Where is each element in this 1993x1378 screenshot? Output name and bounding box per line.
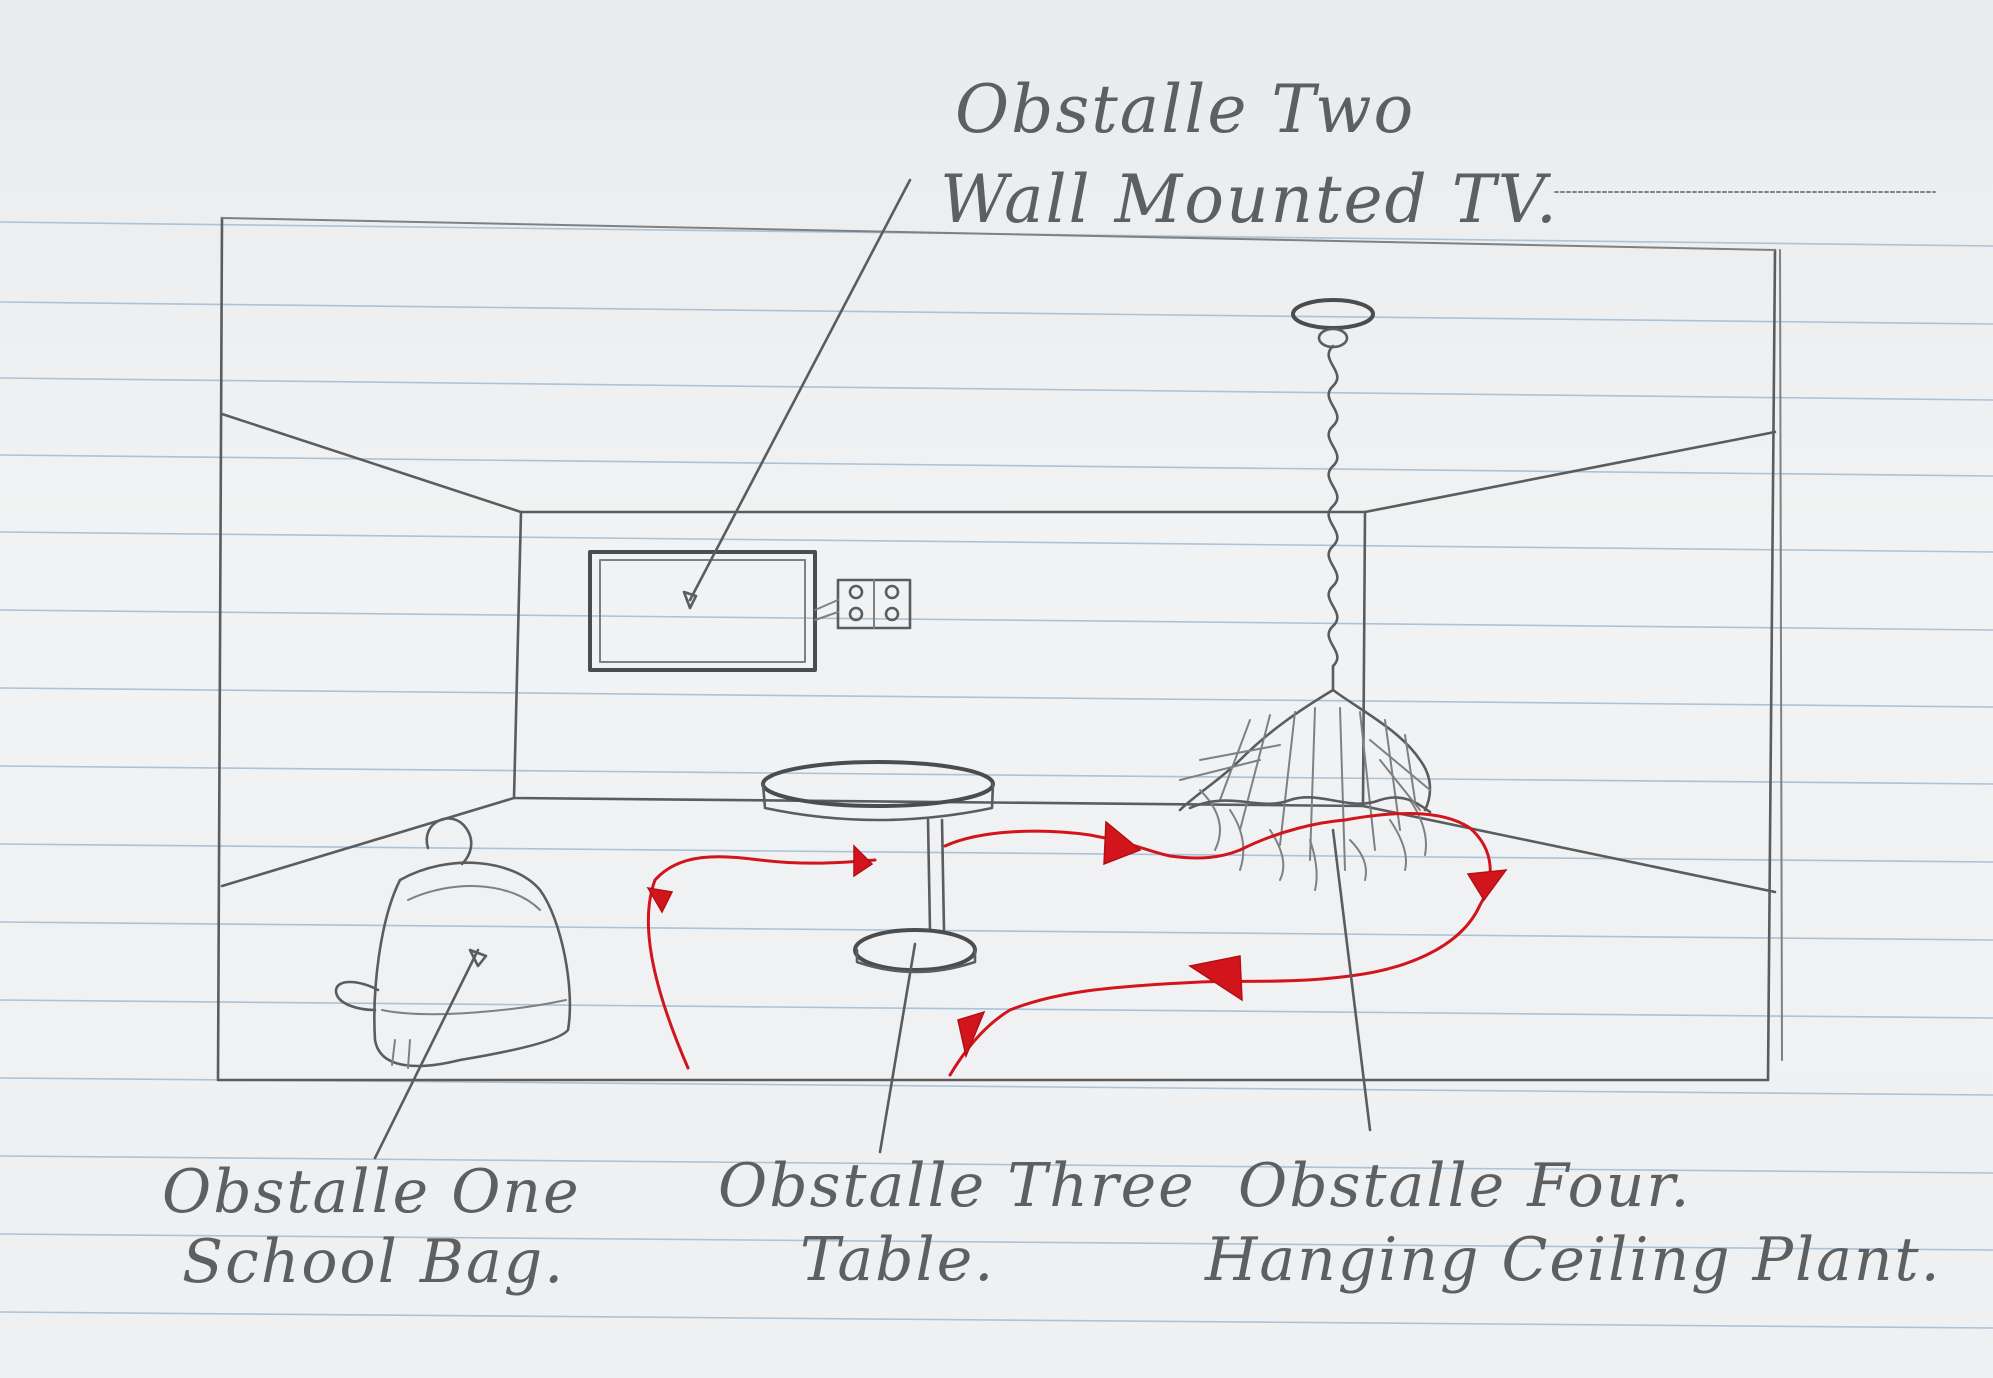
socket-icon	[815, 580, 910, 628]
obstacle-four-label-line1: Obstalle Four.	[1238, 1151, 1692, 1221]
arrow-head-2	[854, 846, 872, 876]
arrow-head-3	[1104, 822, 1140, 864]
table-icon	[763, 762, 993, 972]
navigation-path	[648, 813, 1506, 1075]
table-pointer	[880, 944, 915, 1152]
tv-icon	[590, 552, 815, 670]
arrow-head-5	[1190, 956, 1242, 1000]
obstacle-two-label-line1: Obstalle Two	[955, 71, 1415, 148]
plant-pointer	[1333, 830, 1370, 1130]
obstacle-three-label-line2: Table.	[800, 1225, 995, 1295]
obstacle-one-label-line1: Obstalle One	[162, 1157, 581, 1227]
arrow-head-4	[1468, 870, 1506, 900]
bag-pointer	[375, 950, 478, 1158]
plant-icon	[1180, 300, 1430, 890]
obstacle-one-label-line2: School Bag.	[182, 1227, 565, 1297]
backpack-icon	[336, 819, 570, 1068]
obstacle-two-label-line2: Wall Mounted TV.	[940, 161, 1559, 238]
obstacle-three-label-line1: Obstalle Three	[718, 1151, 1196, 1221]
arrow-head-1	[648, 888, 672, 912]
tv-pointer	[690, 180, 910, 600]
room-outline	[218, 192, 1935, 1080]
obstacle-four-label-line2: Hanging Ceiling Plant.	[1204, 1225, 1942, 1295]
labels: Obstalle Two Wall Mounted TV. Obstalle O…	[162, 71, 1942, 1297]
